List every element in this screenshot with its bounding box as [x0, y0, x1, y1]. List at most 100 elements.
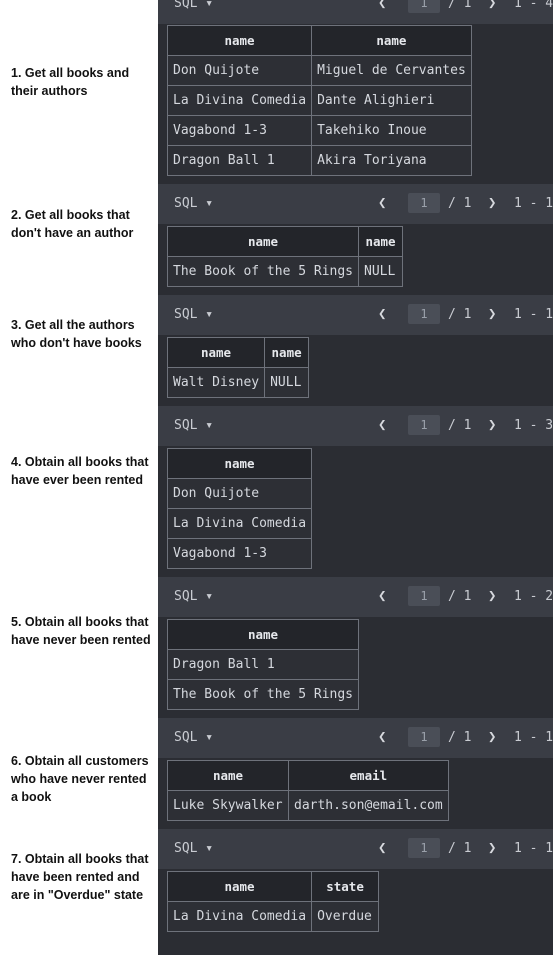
page-total: / 1 — [448, 418, 472, 433]
chevron-left-icon[interactable]: ❮ — [378, 729, 387, 745]
chevron-left-icon[interactable]: ❮ — [378, 306, 387, 322]
table-cell: Walt Disney — [166, 367, 266, 398]
table-header-row: name — [166, 619, 360, 650]
page-total: / 1 — [448, 307, 472, 322]
page-input[interactable]: 1 — [408, 838, 440, 858]
table-row: Dragon Ball 1 — [166, 649, 360, 680]
page-total: / 1 — [448, 730, 472, 745]
table-cell: NULL — [358, 256, 404, 287]
column-header: name — [311, 25, 472, 56]
page-total: / 1 — [448, 589, 472, 604]
table-row: The Book of the 5 Rings — [166, 679, 360, 710]
column-header: name — [166, 871, 313, 902]
results-panel: SQL ▾ ❮ 1 / 1 ❯ 1 - 4 name name Don Quij… — [158, 0, 553, 955]
column-header: email — [288, 760, 449, 791]
table-cell: Dragon Ball 1 — [166, 649, 360, 680]
column-header: name — [166, 448, 313, 479]
column-header: state — [311, 871, 380, 902]
table-cell: Akira Toriyana — [311, 145, 472, 176]
row-range: 1 - 1 — [514, 196, 553, 211]
chevron-right-icon[interactable]: ❯ — [488, 195, 497, 211]
chevron-right-icon[interactable]: ❯ — [488, 840, 497, 856]
row-range: 1 - 1 — [514, 307, 553, 322]
question-2: 2. Get all books that don't have an auth… — [11, 208, 134, 240]
table-header-row: name name — [166, 337, 310, 368]
page-total: / 1 — [448, 841, 472, 856]
result-toolbar: SQL ▾ ❮ 1 / 1 ❯ 1 - 1 — [158, 829, 553, 869]
result-toolbar: SQL ▾ ❮ 1 / 1 ❯ 1 - 1 — [158, 184, 553, 224]
table-cell: Luke Skywalker — [167, 790, 289, 821]
page-input[interactable]: 1 — [408, 193, 440, 213]
chevron-left-icon[interactable]: ❮ — [378, 0, 387, 11]
table-row: Vagabond 1-3 — [166, 538, 313, 569]
table-cell: Miguel de Cervantes — [311, 55, 472, 86]
sql-dropdown[interactable]: SQL ▾ — [174, 196, 214, 211]
page-input[interactable]: 1 — [408, 727, 440, 747]
page-total: / 1 — [448, 196, 472, 211]
table-cell: The Book of the 5 Rings — [166, 679, 360, 710]
table-cell: La Divina Comedia — [166, 508, 313, 539]
chevron-right-icon[interactable]: ❯ — [488, 417, 497, 433]
result-toolbar: SQL ▾ ❮ 1 / 1 ❯ 1 - 1 — [158, 295, 553, 335]
chevron-right-icon[interactable]: ❯ — [488, 0, 497, 11]
question-1: 1. Get all books and their authors — [11, 66, 130, 98]
question-6: 6. Obtain all customers who have never r… — [11, 754, 149, 804]
chevron-left-icon[interactable]: ❮ — [378, 195, 387, 211]
chevron-right-icon[interactable]: ❯ — [488, 729, 497, 745]
result-toolbar: SQL ▾ ❮ 1 / 1 ❯ 1 - 2 — [158, 577, 553, 617]
sql-dropdown[interactable]: SQL ▾ — [174, 841, 214, 856]
chevron-left-icon[interactable]: ❮ — [378, 588, 387, 604]
column-header: name — [166, 337, 266, 368]
sql-dropdown[interactable]: SQL ▾ — [174, 730, 214, 745]
chevron-right-icon[interactable]: ❯ — [488, 306, 497, 322]
table-header-row: name name — [166, 226, 404, 257]
table-cell: Overdue — [311, 901, 380, 932]
table-cell: darth.son@email.com — [288, 790, 449, 821]
sql-dropdown[interactable]: SQL ▾ — [174, 418, 214, 433]
table-cell: Dante Alighieri — [311, 85, 472, 116]
page-total: / 1 — [448, 0, 472, 11]
result-table: name Don Quijote La Divina Comedia Vagab… — [166, 448, 313, 569]
chevron-left-icon[interactable]: ❮ — [378, 417, 387, 433]
row-range: 1 - 4 — [514, 0, 553, 11]
question-7: 7. Obtain all books that have been rente… — [11, 852, 149, 902]
column-header: name — [166, 25, 313, 56]
page-input[interactable]: 1 — [408, 0, 440, 13]
chevron-left-icon[interactable]: ❮ — [378, 840, 387, 856]
table-cell: La Divina Comedia — [166, 85, 313, 116]
table-cell: Takehiko Inoue — [311, 115, 472, 146]
column-header: name — [264, 337, 310, 368]
result-toolbar: SQL ▾ ❮ 1 / 1 ❯ 1 - 3 — [158, 406, 553, 446]
table-cell: Vagabond 1-3 — [166, 115, 313, 146]
row-range: 1 - 3 — [514, 418, 553, 433]
sql-dropdown[interactable]: SQL ▾ — [174, 0, 214, 11]
questions-panel: 1. Get all books and their authors 2. Ge… — [0, 0, 158, 955]
question-3: 3. Get all the authors who don't have bo… — [11, 318, 142, 350]
chevron-right-icon[interactable]: ❯ — [488, 588, 497, 604]
question-5: 5. Obtain all books that have never been… — [11, 615, 151, 647]
table-cell: Dragon Ball 1 — [166, 145, 313, 176]
page-input[interactable]: 1 — [408, 415, 440, 435]
page-input[interactable]: 1 — [408, 586, 440, 606]
row-range: 1 - 2 — [514, 589, 553, 604]
sql-dropdown[interactable]: SQL ▾ — [174, 307, 214, 322]
page-input[interactable]: 1 — [408, 304, 440, 324]
column-header: name — [167, 760, 289, 791]
table-header-row: name — [166, 448, 313, 479]
sql-dropdown[interactable]: SQL ▾ — [174, 589, 214, 604]
result-table: name Dragon Ball 1 The Book of the 5 Rin… — [166, 619, 360, 710]
column-header: name — [166, 226, 360, 257]
column-header: name — [166, 619, 360, 650]
table-row: La Divina Comedia — [166, 508, 313, 539]
